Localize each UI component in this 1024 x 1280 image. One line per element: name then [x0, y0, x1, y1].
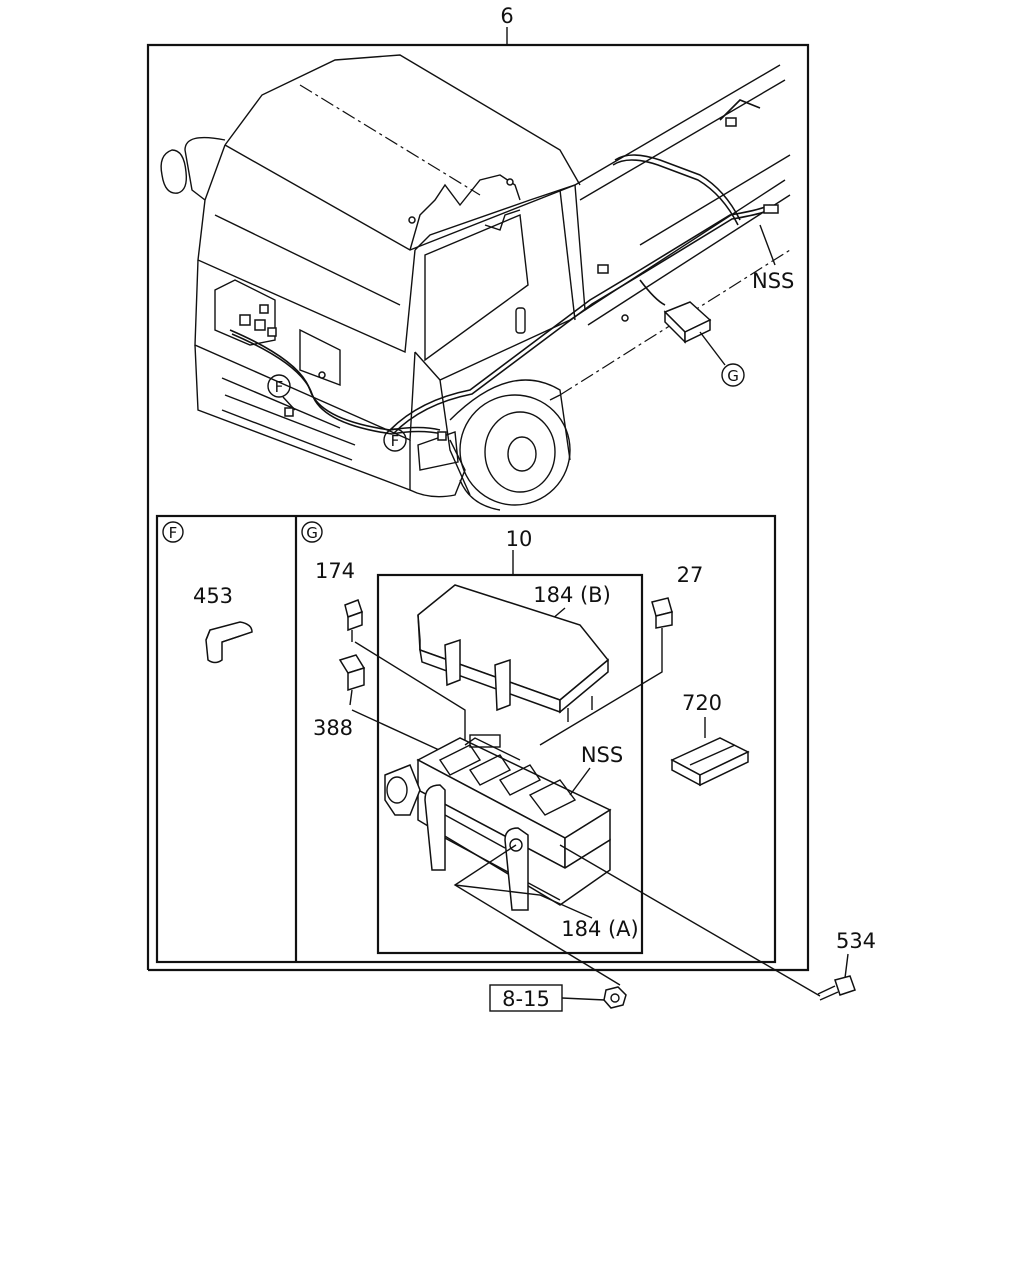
- leader-388: [351, 709, 451, 756]
- wiring-harness: [229, 99, 779, 441]
- callout-assembly-6: 6: [500, 4, 513, 28]
- fuse-27: [651, 597, 673, 640]
- detail-f-reference-2: F: [383, 428, 407, 452]
- assembly-frame: [146, 27, 810, 972]
- clip-453: [205, 621, 253, 664]
- detail-g-title: G: [301, 521, 323, 543]
- leader-27: [539, 640, 663, 746]
- callout-part-720: 720: [682, 691, 722, 715]
- cover-184b: [417, 584, 610, 722]
- chassis-relay-box: [663, 301, 726, 366]
- nss-leader-top: [759, 224, 776, 266]
- bolt-534: [817, 975, 856, 1001]
- callout-nss-box: NSS: [581, 743, 623, 767]
- svg-text:F: F: [391, 432, 400, 450]
- leader-174: [354, 641, 466, 745]
- fuse-174: [344, 599, 363, 642]
- callout-part-184a: 184 (A): [561, 917, 639, 941]
- ref-8-15-box: 8-15: [489, 984, 606, 1012]
- callout-part-184b: 184 (B): [533, 583, 611, 607]
- svg-text:G: G: [306, 524, 318, 542]
- svg-text:F: F: [169, 524, 178, 542]
- fuse-box-base: [384, 734, 612, 911]
- svg-text:8-15: 8-15: [502, 987, 550, 1011]
- leader-nut-line: [453, 844, 621, 986]
- truck-cab-illustration: [160, 54, 791, 511]
- leader-nss-box: [569, 767, 591, 796]
- callout-part-10: 10: [506, 527, 533, 551]
- leader-184a: [454, 884, 593, 919]
- bracket-720: [670, 737, 750, 787]
- detail-f-reference-1: F: [267, 374, 296, 411]
- callout-part-534: 534: [836, 929, 876, 953]
- leader-bolt-line: [559, 844, 821, 997]
- callout-nss-top: NSS: [752, 269, 794, 293]
- svg-text:G: G: [727, 367, 739, 385]
- fuse-box-assembly-frame: [376, 573, 644, 955]
- callout-part-174: 174: [315, 559, 355, 583]
- detail-f-title: F: [162, 521, 184, 543]
- relay-388: [338, 654, 366, 706]
- detail-panels-frame: [155, 514, 777, 964]
- detail-g-reference: G: [721, 363, 745, 387]
- callout-part-27: 27: [677, 563, 704, 587]
- callout-part-453: 453: [193, 584, 233, 608]
- nut-8-15: [603, 986, 627, 1009]
- leader-534: [844, 953, 849, 979]
- callout-part-388: 388: [313, 716, 353, 740]
- svg-text:F: F: [275, 378, 284, 396]
